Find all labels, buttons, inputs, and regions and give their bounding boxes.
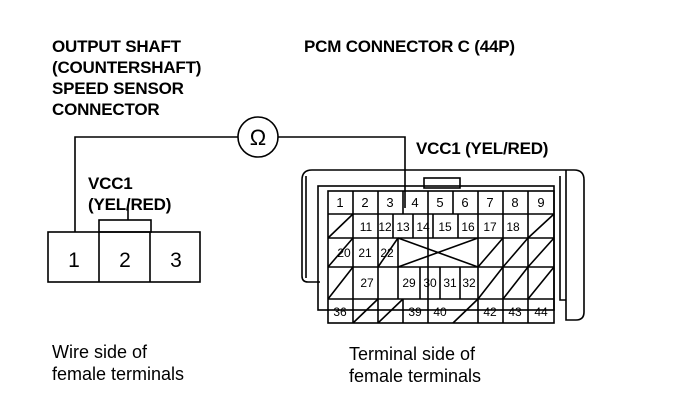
pcm-connector-right-wall xyxy=(559,176,566,301)
pcm-pin-2: 2 xyxy=(361,195,368,210)
sensor-caption-line-2: female terminals xyxy=(52,364,185,384)
pcm-pin-21: 21 xyxy=(358,246,372,260)
ohmmeter-icon xyxy=(237,116,279,158)
pcm-pin-12: 12 xyxy=(378,220,392,234)
pcm-pin-13: 13 xyxy=(396,220,410,234)
sensor-title-line-4: CONNECTOR xyxy=(52,100,160,119)
pcm-pin-6: 6 xyxy=(461,195,468,210)
pcm-pin-5: 5 xyxy=(436,195,443,210)
pcm-pin-22: 22 xyxy=(380,246,394,260)
sensor-title-line-3: SPEED SENSOR xyxy=(52,79,184,98)
pcm-pin-32: 32 xyxy=(462,276,476,290)
pcm-pin-43: 43 xyxy=(508,305,522,319)
pcm-pin-39: 39 xyxy=(408,305,422,319)
pcm-pin-14: 14 xyxy=(416,220,430,234)
pcm-wire-label: VCC1 (YEL/RED) xyxy=(416,139,549,158)
sensor-pin-2: 2 xyxy=(119,249,131,272)
pcm-pin-30: 30 xyxy=(423,276,437,290)
pcm-connector-key xyxy=(423,177,461,189)
pcm-connector-shell xyxy=(312,169,585,321)
pcm-pin-44: 44 xyxy=(534,305,548,319)
sensor-wire-label-line-2: (YEL/RED) xyxy=(88,195,172,214)
pcm-caption-line-1: Terminal side of xyxy=(349,344,476,364)
pcm-pin-36: 36 xyxy=(333,305,347,319)
pcm-pin-17: 17 xyxy=(483,220,497,234)
pcm-pin-27: 27 xyxy=(360,276,374,290)
pcm-pin-42: 42 xyxy=(483,305,497,319)
pcm-pin-7: 7 xyxy=(486,195,493,210)
pcm-pin-31: 31 xyxy=(443,276,457,290)
pcm-empty-region-cross-2 xyxy=(397,237,479,268)
sensor-wire-label: VCC1 (YEL/RED) xyxy=(88,173,171,215)
pcm-pin-4: 4 xyxy=(411,195,418,210)
sensor-caption-line-1: Wire side of xyxy=(52,342,148,362)
pcm-pin-11: 11 xyxy=(360,220,373,234)
pcm-pin-20: 20 xyxy=(337,246,351,260)
pcm-connector-shell-left xyxy=(301,169,320,283)
pcm-caption-line-2: female terminals xyxy=(349,366,482,386)
sensor-connector-title: OUTPUT SHAFT (COUNTERSHAFT) SPEED SENSOR… xyxy=(52,36,201,120)
pcm-pin-3: 3 xyxy=(386,195,393,210)
pcm-connector-title: PCM CONNECTOR C (44P) xyxy=(304,37,515,56)
pcm-pin-16: 16 xyxy=(461,220,475,234)
test-lead-left xyxy=(74,136,238,232)
ohm-symbol: Ω xyxy=(250,125,266,150)
pcm-pin-8: 8 xyxy=(511,195,518,210)
pcm-pin-40: 40 xyxy=(433,305,447,319)
sensor-wire-label-line-1: VCC1 xyxy=(88,174,133,193)
pcm-pin-18: 18 xyxy=(506,220,520,234)
pcm-pin-9: 9 xyxy=(537,195,544,210)
sensor-pin-1: 1 xyxy=(68,249,80,272)
sensor-title-line-1: OUTPUT SHAFT xyxy=(52,37,181,56)
sensor-connector-caption: Wire side of female terminals xyxy=(52,341,184,385)
pcm-connector-caption: Terminal side of female terminals xyxy=(349,343,481,387)
pcm-pin-1: 1 xyxy=(336,195,343,210)
pcm-pin-grid xyxy=(327,190,555,324)
test-lead-right xyxy=(278,136,406,208)
sensor-connector-lock-tab xyxy=(98,219,152,233)
pcm-pin-15: 15 xyxy=(438,220,452,234)
sensor-pin-3: 3 xyxy=(170,249,182,272)
pcm-pin-29: 29 xyxy=(402,276,416,290)
sensor-title-line-2: (COUNTERSHAFT) xyxy=(52,58,202,77)
